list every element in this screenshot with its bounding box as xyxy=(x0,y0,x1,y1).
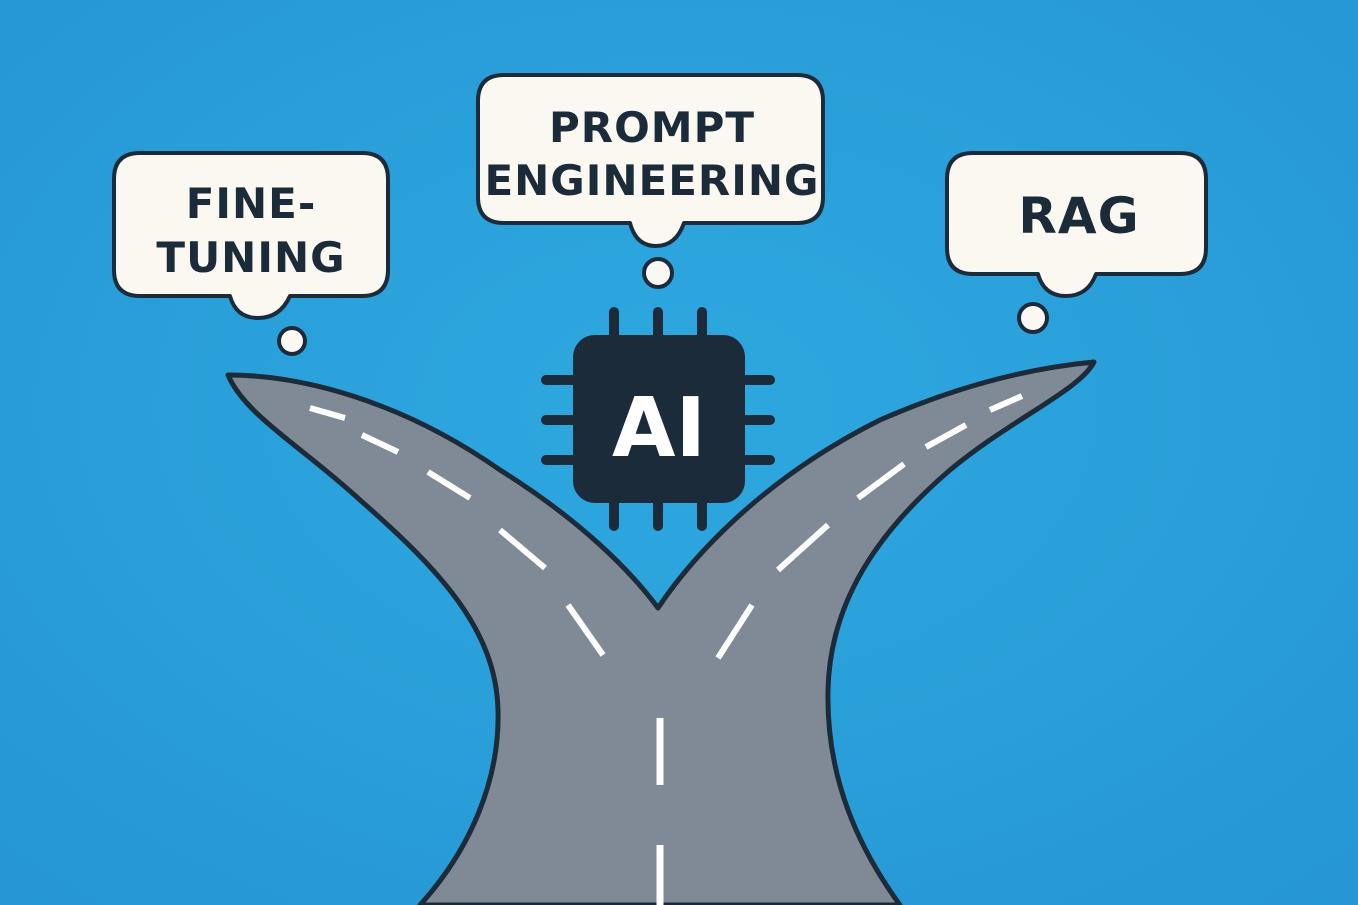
rag-thought-bubble: RAG xyxy=(945,151,1208,334)
forked-road xyxy=(225,359,1097,905)
fine-tuning-label-line1: FINE- xyxy=(186,179,317,228)
prompt-engineering-thought-bubble: PROMPT ENGINEERING xyxy=(476,73,825,289)
left-lane-markings xyxy=(309,405,606,657)
fine-tuning-label-line2: TUNING xyxy=(156,233,345,282)
road-surface xyxy=(225,359,1097,905)
processor-chip-icon: AI xyxy=(541,307,775,531)
right-lane-markings xyxy=(715,393,1024,660)
chip-label: AI xyxy=(612,381,706,476)
rag-label: RAG xyxy=(1018,187,1139,245)
fine-tuning-thought-bubble: FINE- TUNING xyxy=(112,151,390,356)
prompt-engineering-label-line2: ENGINEERING xyxy=(484,156,819,205)
prompt-engineering-label-line1: PROMPT xyxy=(549,103,755,152)
chip-body xyxy=(573,335,745,503)
